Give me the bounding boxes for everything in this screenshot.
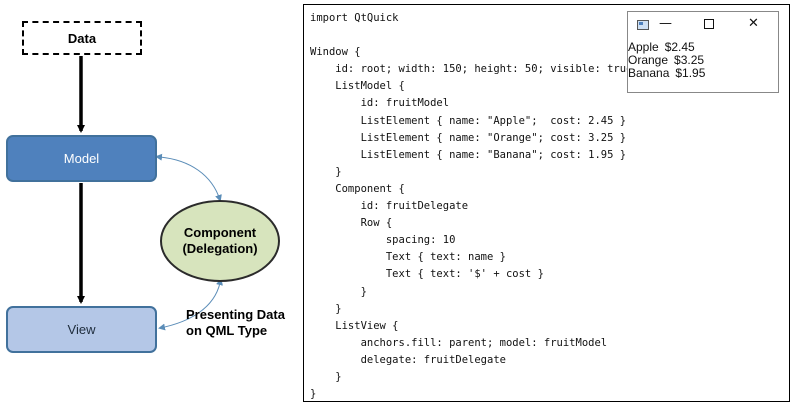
fruit-name: Apple (628, 40, 659, 54)
presenting-label-line1: Presenting Data (186, 307, 285, 322)
fruit-row: Apple $2.45 (628, 41, 705, 54)
code-line: ListModel { (310, 80, 405, 93)
code-line: ListElement { name: "Banana"; cost: 1.95… (310, 148, 627, 161)
code-line: anchors.fill: parent; model: fruitModel (310, 336, 608, 349)
code-line: id: root; width: 150; height: 50; visibl… (310, 63, 633, 76)
component-label-line2: (Delegation) (182, 241, 258, 256)
model-component-connector (155, 153, 222, 202)
code-line: } (310, 302, 342, 315)
code-line: spacing: 10 (310, 234, 456, 247)
window-titlebar: — ✕ (628, 12, 778, 38)
app-window-icon (637, 20, 649, 30)
minimize-icon[interactable]: — (659, 16, 672, 31)
code-line: Text { text: '$' + cost } (310, 268, 544, 281)
presenting-data-label: Presenting Data on QML Type (186, 307, 285, 339)
fruit-row: Banana $1.95 (628, 67, 705, 80)
model-label: Model (63, 151, 100, 166)
code-line: import QtQuick (310, 12, 399, 24)
data-box: Data (22, 21, 142, 55)
code-line: Component { (310, 182, 405, 195)
component-label-line1: Component (183, 225, 257, 240)
fruit-cost: $2.45 (664, 40, 695, 54)
code-line: } (310, 388, 317, 401)
code-line: } (310, 285, 367, 298)
code-line: } (310, 370, 342, 383)
code-line: Window { (310, 46, 361, 59)
data-label: Data (67, 30, 97, 46)
fruit-cost: $3.25 (674, 53, 705, 67)
close-icon[interactable]: ✕ (748, 16, 759, 31)
view-box: View (6, 306, 157, 353)
code-line: Text { text: name } (310, 251, 506, 264)
fruit-cost: $1.95 (675, 66, 706, 80)
fruit-name: Orange (628, 53, 669, 67)
maximize-icon[interactable] (704, 19, 714, 29)
code-line (310, 27, 632, 44)
code-line: } (310, 165, 342, 178)
fruit-name: Banana (628, 66, 670, 80)
qml-model-view-diagram: Data Model View Component (Delegation) P… (0, 0, 300, 408)
code-line: ListElement { name: "Orange"; cost: 3.25… (310, 131, 627, 144)
component-ellipse: Component (Delegation) (160, 200, 280, 282)
view-label: View (67, 322, 96, 337)
code-line: ListElement { name: "Apple"; cost: 2.45 … (310, 114, 627, 127)
component-view-connector (158, 278, 223, 331)
code-line: id: fruitModel (310, 97, 450, 110)
presenting-label-line2: on QML Type (186, 323, 268, 338)
fruit-row: Orange $3.25 (628, 54, 705, 67)
code-line: Row { (310, 217, 393, 230)
diagram-connectors (77, 56, 223, 331)
code-line: id: fruitDelegate (310, 200, 469, 213)
code-line: delegate: fruitDelegate (310, 353, 506, 366)
model-box: Model (6, 135, 157, 182)
code-line: ListView { (310, 319, 399, 332)
